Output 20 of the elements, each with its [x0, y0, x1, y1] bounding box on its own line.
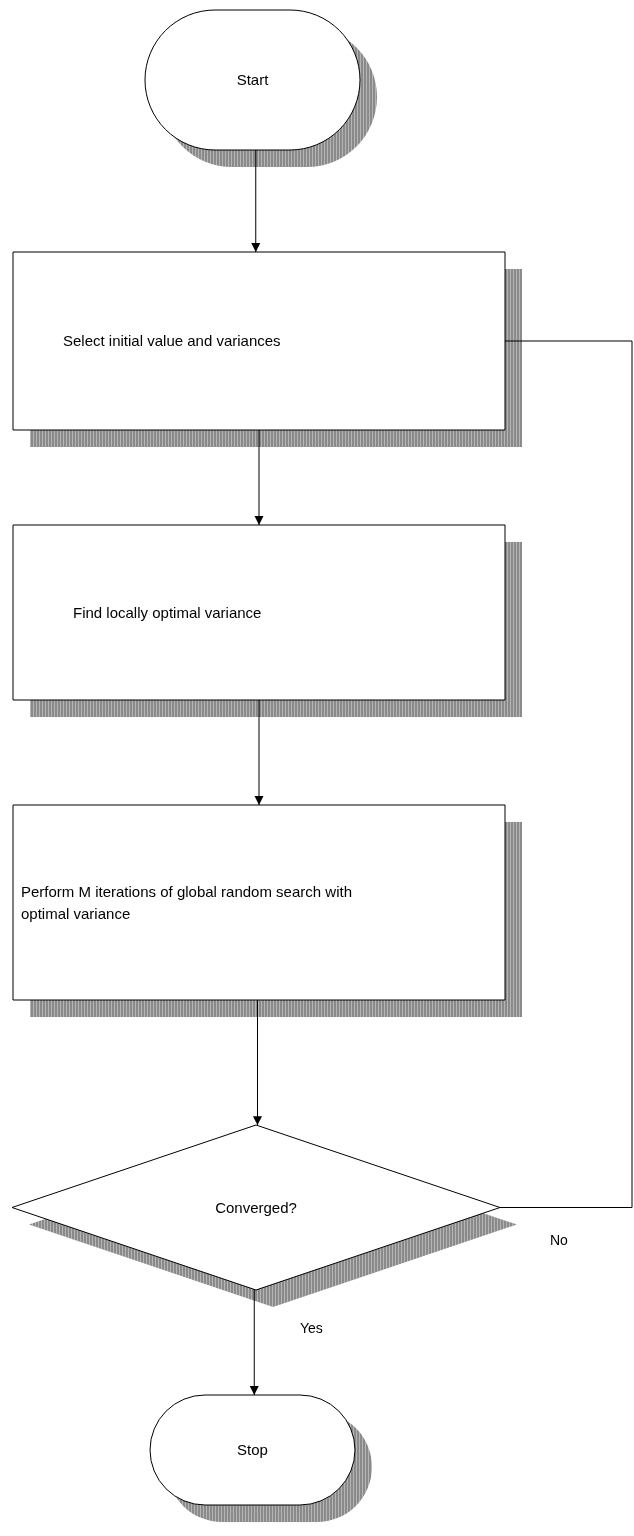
process-box	[13, 252, 505, 430]
edge-label: Yes	[298, 1320, 325, 1336]
connector-line	[499, 340, 633, 1208]
terminal-pill	[150, 1395, 355, 1505]
arrow	[249, 1289, 259, 1396]
process-box	[13, 525, 505, 700]
node-label: Perform M iterations of global random search with optimal variance	[21, 881, 353, 924]
node-label: Converged?	[215, 1197, 297, 1218]
arrow	[253, 999, 262, 1126]
arrow	[251, 149, 261, 253]
terminal-pill	[145, 10, 360, 150]
node-label: Select initial value and variances	[63, 331, 281, 352]
node-label: Find locally optimal variance	[73, 602, 262, 623]
decision-diamond	[12, 1125, 500, 1290]
arrow	[254, 699, 264, 806]
node-label: Stop	[237, 1440, 268, 1461]
edge-label: No	[548, 1232, 570, 1248]
node-label: Start	[236, 70, 269, 91]
arrow	[254, 429, 264, 526]
process-box	[13, 805, 505, 1000]
